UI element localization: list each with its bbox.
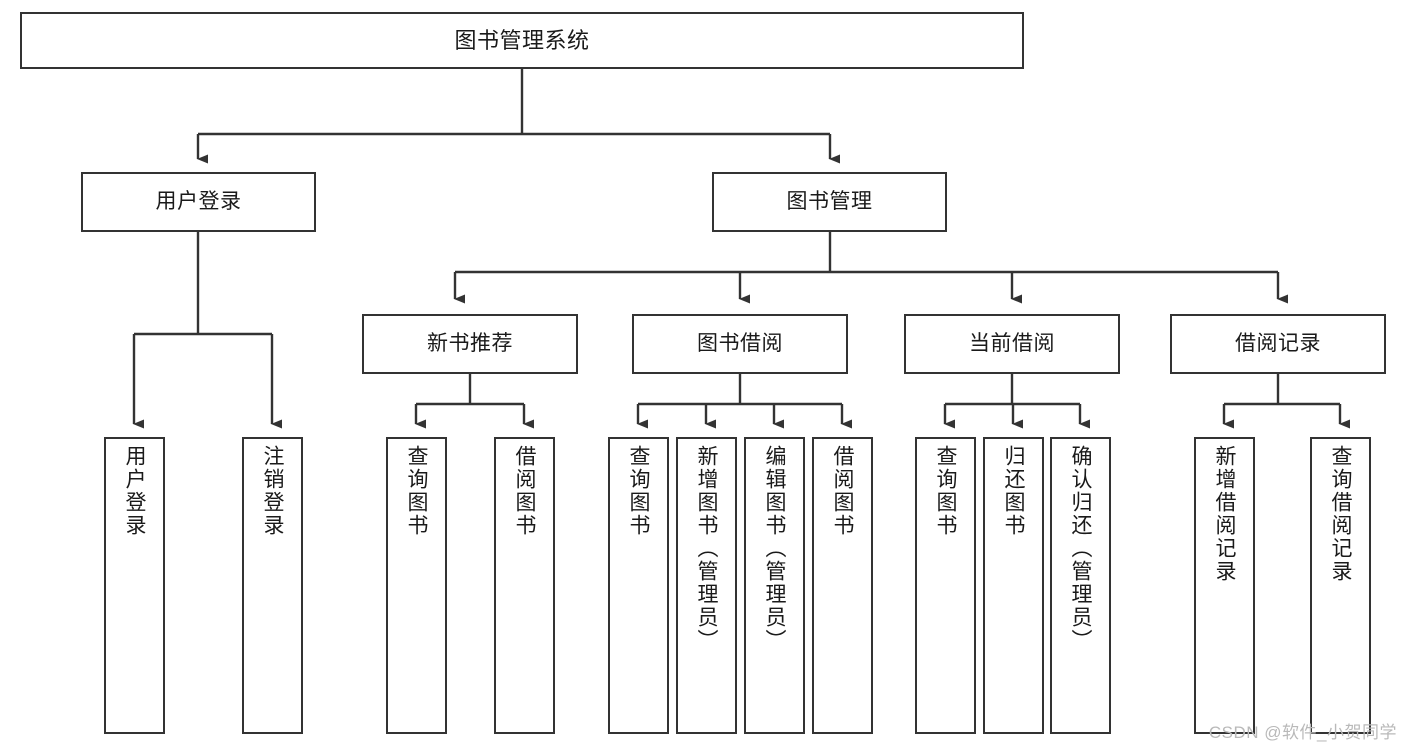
leaf-query-book-current-label: 查询图书	[934, 445, 957, 537]
leaf-query-book-borrow[interactable]: 查询图书	[608, 437, 669, 734]
leaf-logout[interactable]: 注销登录	[242, 437, 303, 734]
leaf-borrow-book-recommend-label: 借阅图书	[513, 445, 536, 537]
node-root-label: 图书管理系统	[454, 27, 590, 53]
leaf-query-book-recommend[interactable]: 查询图书	[386, 437, 447, 734]
node-book-borrow-label: 图书借阅	[697, 331, 783, 355]
node-current-borrow-label: 当前借阅	[969, 331, 1055, 355]
node-new-book-recommend[interactable]: 新书推荐	[362, 314, 578, 374]
leaf-edit-book-admin[interactable]: 编辑图书（管理员）	[744, 437, 805, 734]
node-current-borrow[interactable]: 当前借阅	[904, 314, 1120, 374]
leaf-query-book-borrow-label: 查询图书	[627, 445, 650, 537]
leaf-query-book-recommend-label: 查询图书	[405, 445, 428, 537]
leaf-borrow-book-recommend[interactable]: 借阅图书	[494, 437, 555, 734]
leaf-return-book-label: 归还图书	[1002, 445, 1025, 537]
node-user-login-label: 用户登录	[155, 189, 242, 213]
leaf-add-borrow-record[interactable]: 新增借阅记录	[1194, 437, 1255, 734]
leaf-edit-book-admin-label: 编辑图书（管理员）	[763, 445, 786, 652]
node-borrow-record-label: 借阅记录	[1235, 331, 1321, 355]
leaf-add-borrow-record-label: 新增借阅记录	[1213, 445, 1236, 583]
leaf-user-login-label: 用户登录	[123, 445, 146, 537]
leaf-query-borrow-record-label: 查询借阅记录	[1329, 445, 1352, 583]
node-user-login[interactable]: 用户登录	[81, 172, 316, 232]
leaf-confirm-return-admin-label: 确认归还（管理员）	[1069, 445, 1092, 652]
leaf-confirm-return-admin[interactable]: 确认归还（管理员）	[1050, 437, 1111, 734]
node-new-book-recommend-label: 新书推荐	[427, 331, 513, 355]
node-book-management[interactable]: 图书管理	[712, 172, 947, 232]
node-root-book-management-system[interactable]: 图书管理系统	[20, 12, 1024, 69]
node-book-management-label: 图书管理	[786, 189, 873, 213]
leaf-logout-label: 注销登录	[261, 445, 284, 537]
leaf-borrow-book-borrow[interactable]: 借阅图书	[812, 437, 873, 734]
csdn-watermark: CSDN @软件_小贺同学	[1208, 723, 1397, 742]
leaf-return-book[interactable]: 归还图书	[983, 437, 1044, 734]
leaf-query-borrow-record[interactable]: 查询借阅记录	[1310, 437, 1371, 734]
leaf-add-book-admin-label: 新增图书（管理员）	[695, 445, 718, 652]
leaf-user-login[interactable]: 用户登录	[104, 437, 165, 734]
leaf-query-book-current[interactable]: 查询图书	[915, 437, 976, 734]
leaf-add-book-admin[interactable]: 新增图书（管理员）	[676, 437, 737, 734]
leaf-borrow-book-borrow-label: 借阅图书	[831, 445, 854, 537]
node-book-borrow[interactable]: 图书借阅	[632, 314, 848, 374]
node-borrow-record[interactable]: 借阅记录	[1170, 314, 1386, 374]
